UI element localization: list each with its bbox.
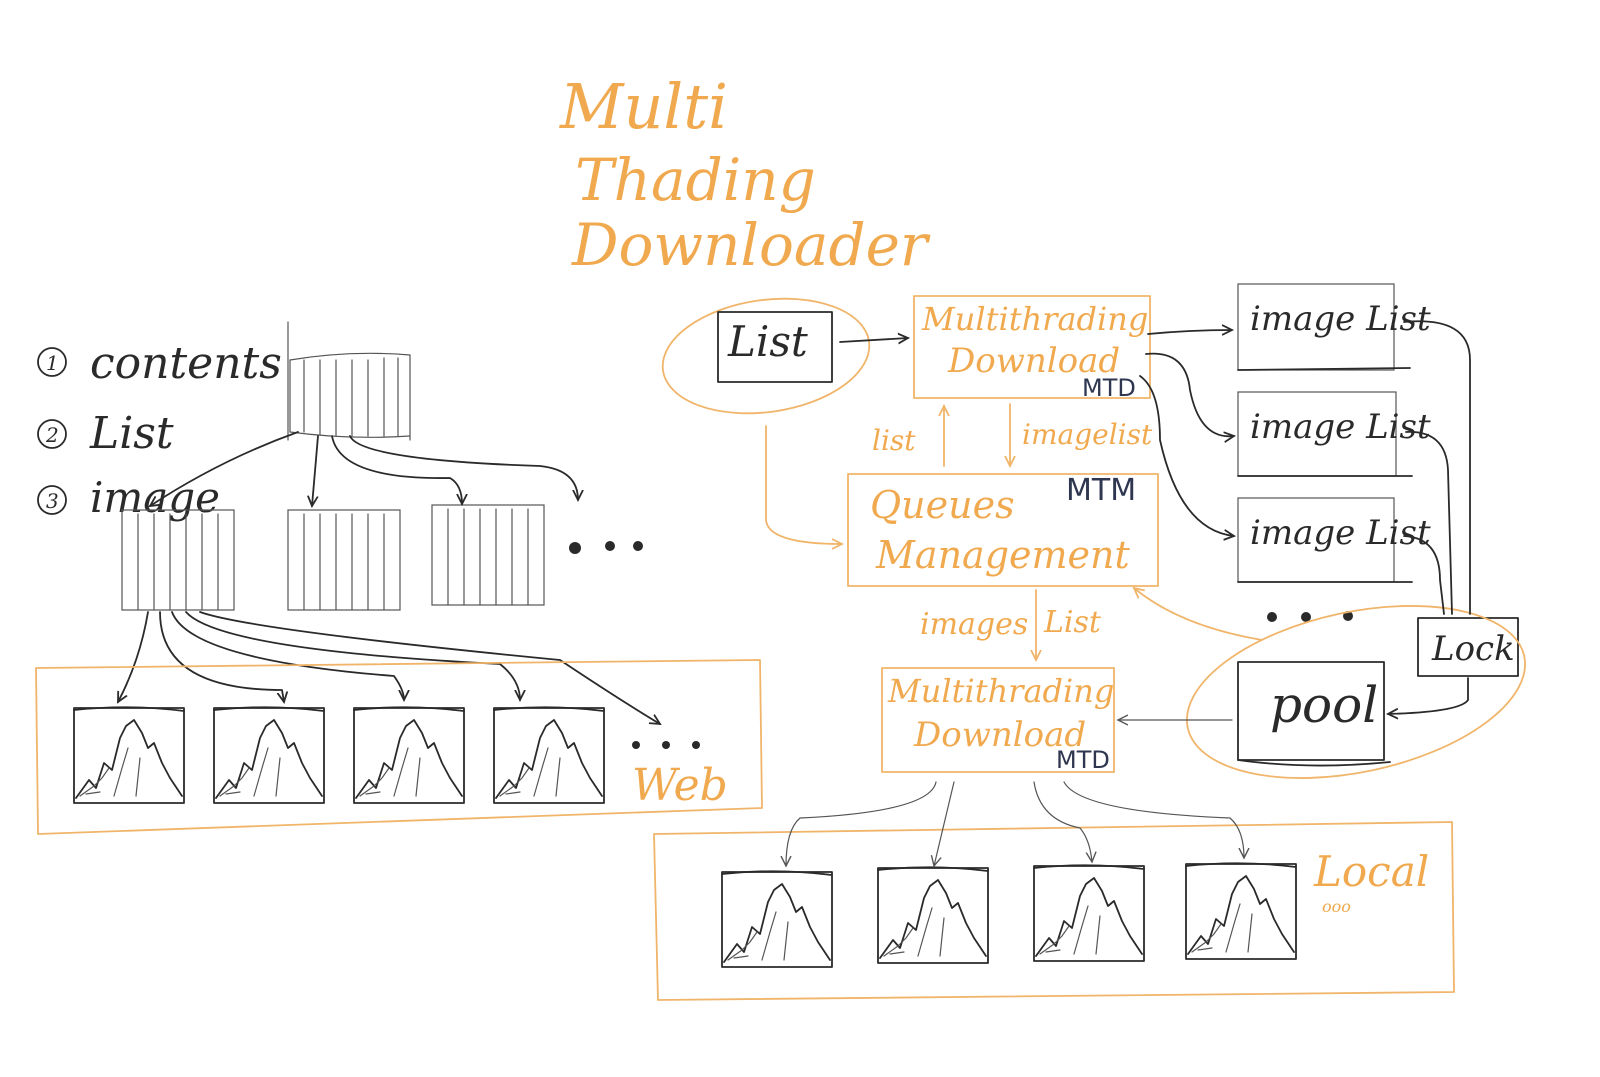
web-image-2 [213,706,325,804]
list-more-dots [569,541,643,554]
web-image-3 [353,706,465,804]
mtd-bottom-node: Multithrading Download MTD [881,667,1115,774]
edge-label-imagelist: imagelist [1022,418,1153,451]
image-list-node-2: image List [1237,391,1431,477]
mtd-to-image-lists-arrows [1139,330,1234,536]
legend-label-list: List [89,408,174,459]
mtd-top-line2: Download [947,341,1120,381]
legend-item-list: 2 List [37,408,174,459]
queues-line2: Management [875,533,1131,577]
legend-num: 2 [45,423,59,447]
legend-num: 3 [46,489,59,513]
lock-to-pool-arrow [1388,677,1469,714]
queues-node: Queues Management MTM [847,473,1159,587]
local-image-4 [1185,862,1297,960]
edge-label-list-down: List [1043,605,1102,640]
queues-to-mtd-images-list-edge: images List [920,589,1102,660]
legend-num: 1 [46,351,59,375]
lists-to-images-arrows [118,611,660,724]
edge-label-images: images [920,607,1028,642]
local-image-1 [721,870,833,968]
web-container: Web [35,659,763,835]
image-lists-to-lock-lines [1403,320,1471,615]
contents-to-lists-arrows [150,431,578,506]
mtd-to-queues-imagelist-edge: imagelist [1010,403,1153,466]
list-node-1 [121,509,235,611]
local-image-2 [877,866,989,964]
image-list-node-3: image List [1237,497,1431,583]
local-more-dots: ooo [1322,897,1351,916]
lock-node: Lock [1417,617,1519,677]
mtd-top-node: Multithrading Download MTD [913,295,1151,402]
legend-item-contents: 1 contents [37,338,282,389]
queues-line1: Queues [870,483,1015,527]
legend-item-image: 3 image [37,473,220,522]
pool-node: pool [1186,605,1526,779]
image-list-node-1: image List [1237,283,1431,371]
lock-label: Lock [1431,629,1515,669]
local-label: Local [1313,847,1429,896]
diagram-title: Multi Thading Downloader [559,70,931,279]
list-to-queues-arrow [765,425,842,544]
title-line-thading: Thading [575,146,816,214]
local-image-3 [1033,864,1145,962]
list-node-3 [431,504,545,606]
image-list-label-2: image List [1250,407,1431,447]
list-node-2 [287,509,401,611]
web-label: Web [632,760,728,811]
contents-node [287,321,411,441]
web-image-4 [493,706,605,804]
list-to-mtd-arrow [839,338,908,342]
list-node-label: List [727,317,808,366]
web-more-dots [632,741,700,749]
title-line-multi: Multi [559,70,728,143]
image-list-label-3: image List [1250,513,1431,553]
edge-label-list-up: list [872,424,916,457]
local-container: Local ooo [653,821,1455,1001]
mtd-top-line1: Multithrading [921,300,1148,338]
mtd-bottom-line1: Multithrading [887,672,1114,710]
pool-to-queues-arrow [1134,588,1263,641]
mtd-bottom-line2: Download [913,715,1086,755]
title-line-downloader: Downloader [571,211,931,279]
queues-to-mtd-list-edge: list [872,406,944,467]
legend-label-contents: contents [90,338,282,389]
image-list-label-1: image List [1250,299,1431,339]
legend: 1 contents 2 List 3 image [37,338,282,522]
web-image-1 [73,706,185,804]
list-node: List [661,297,871,415]
mtd-bottom-tag: MTD [1056,746,1110,774]
legend-label-image: image [90,473,220,522]
image-list-more-dots [1267,611,1353,622]
mtd-to-local-arrows [786,781,1244,866]
mtd-top-tag: MTD [1082,374,1136,402]
pool-label: pool [1270,676,1378,734]
queues-tag: MTM [1066,473,1136,508]
